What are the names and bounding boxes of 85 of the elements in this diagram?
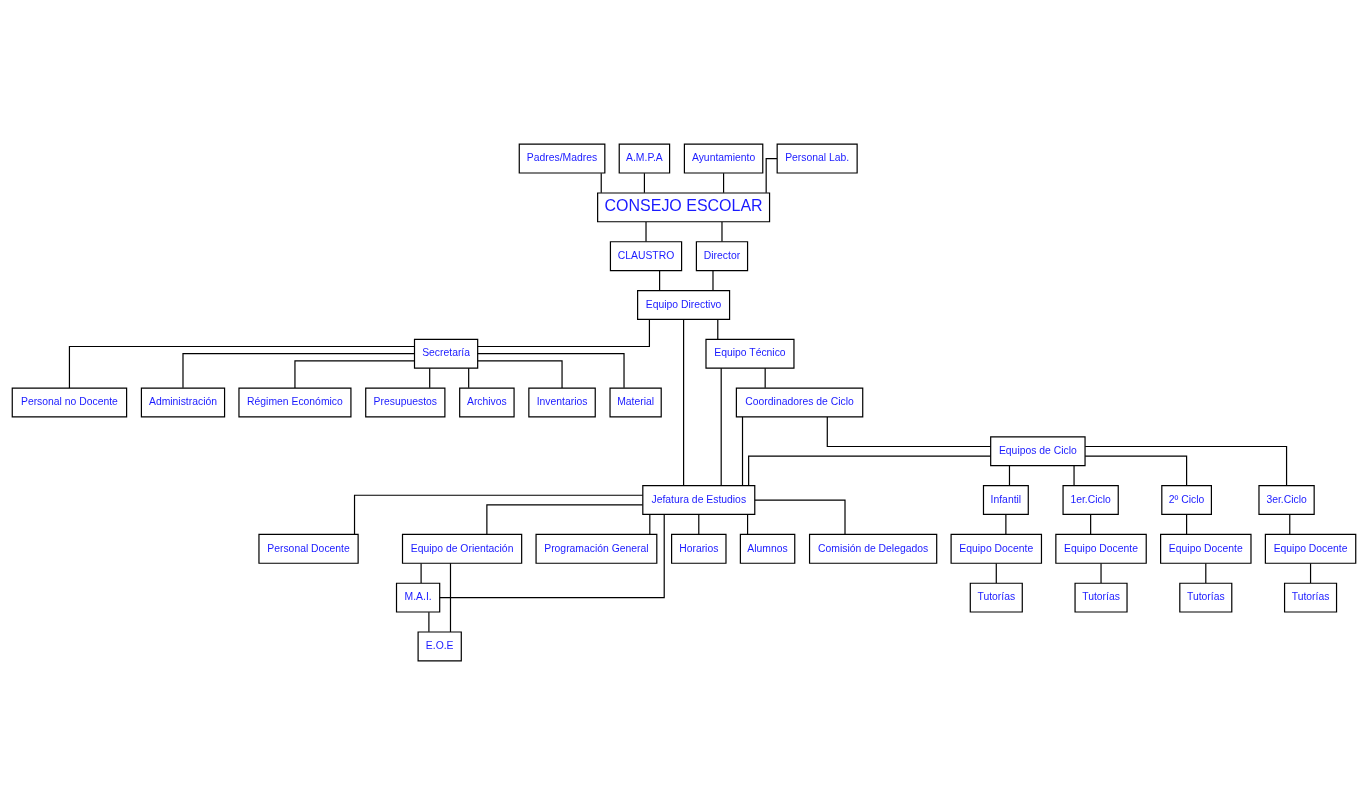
connector xyxy=(477,318,650,348)
connector xyxy=(649,514,651,535)
connector xyxy=(698,514,700,535)
connector xyxy=(182,353,415,389)
connector xyxy=(477,360,563,389)
connector xyxy=(741,416,744,487)
node-box: Inventarios xyxy=(528,387,596,418)
node-box: CLAUSTRO xyxy=(609,241,683,272)
node-box: Equipos de Ciclo xyxy=(990,436,1086,467)
node-box: 2º Ciclo xyxy=(1161,485,1212,516)
connector xyxy=(477,353,625,389)
node-box: Administración xyxy=(140,387,226,418)
node-box: Equipo Técnico xyxy=(705,338,795,369)
connector xyxy=(429,367,431,389)
node-box: Ayuntamiento xyxy=(683,143,764,174)
node-box: Equipo de Orientación xyxy=(401,533,523,564)
connector xyxy=(1005,514,1007,535)
node-box: Régimen Económico xyxy=(238,387,352,418)
node-box: E.O.E xyxy=(417,631,462,662)
connector xyxy=(486,504,644,536)
node-box: Equipo Directivo xyxy=(637,289,731,320)
node-box: Personal Docente xyxy=(258,533,359,564)
connector xyxy=(294,360,415,389)
connector xyxy=(1289,514,1291,535)
connector xyxy=(748,455,992,487)
node-box: Equipo Docente xyxy=(1160,533,1252,564)
node-box: Material xyxy=(609,387,662,418)
connector xyxy=(754,499,846,535)
node-box: Padres/Madres xyxy=(518,143,606,174)
connector xyxy=(747,514,749,535)
connector xyxy=(420,562,422,584)
connector xyxy=(712,270,714,291)
connector xyxy=(600,172,602,194)
connector xyxy=(643,172,645,194)
connector xyxy=(645,221,647,243)
node-box: Equipo Docente xyxy=(1264,533,1357,564)
node-box: Director xyxy=(695,241,749,272)
node-box: Programación General xyxy=(535,533,658,564)
connector xyxy=(1084,455,1188,487)
node-box: 1er.Ciclo xyxy=(1062,485,1119,516)
node-box: 3er.Ciclo xyxy=(1258,485,1315,516)
node-box: Tutorías xyxy=(969,582,1023,613)
connector xyxy=(683,319,685,487)
connector xyxy=(353,494,644,535)
connector xyxy=(721,221,723,243)
connector xyxy=(1205,562,1207,584)
node-box: Personal no Docente xyxy=(11,387,128,418)
node-box: Alumnos xyxy=(739,533,796,564)
node-box: Tutorías xyxy=(1179,582,1233,613)
connector xyxy=(659,270,661,291)
node-box: Coordinadores de Ciclo xyxy=(735,387,864,418)
node-box: Infantil xyxy=(982,485,1029,516)
connector xyxy=(720,367,722,487)
node-box: Presupuestos xyxy=(365,387,446,418)
connector xyxy=(1100,562,1102,584)
connector xyxy=(1073,465,1075,487)
connector xyxy=(826,416,992,448)
node-box: Comisión de Delegados xyxy=(808,533,938,564)
connector xyxy=(1090,514,1092,535)
connector xyxy=(468,367,470,389)
node-box: Equipo Docente xyxy=(1055,533,1147,564)
connector xyxy=(68,345,415,389)
node-box: Equipo Docente xyxy=(950,533,1043,564)
connector xyxy=(723,172,725,194)
connector xyxy=(449,562,452,633)
connector xyxy=(1008,465,1011,487)
connector xyxy=(717,318,719,340)
node-box: Horarios xyxy=(671,533,727,564)
node-box: Secretaría xyxy=(413,338,479,369)
node-box: Personal Lab. xyxy=(776,143,858,174)
connector xyxy=(764,367,766,389)
node-box: Tutorías xyxy=(1074,582,1128,613)
node-box: M.A.I. xyxy=(395,582,441,613)
node-box: Jefatura de Estudios xyxy=(642,485,756,516)
node-box: CONSEJO ESCOLAR xyxy=(597,192,771,223)
connector xyxy=(1186,514,1188,535)
connector xyxy=(439,513,665,599)
node-box: Tutorías xyxy=(1283,582,1338,613)
connector xyxy=(428,611,430,633)
connector xyxy=(1084,445,1288,487)
connector xyxy=(1309,562,1312,584)
connector xyxy=(765,158,778,194)
node-box: Archivos xyxy=(459,387,515,418)
node-box: A.M.P.A xyxy=(618,143,671,174)
connector xyxy=(995,562,997,584)
